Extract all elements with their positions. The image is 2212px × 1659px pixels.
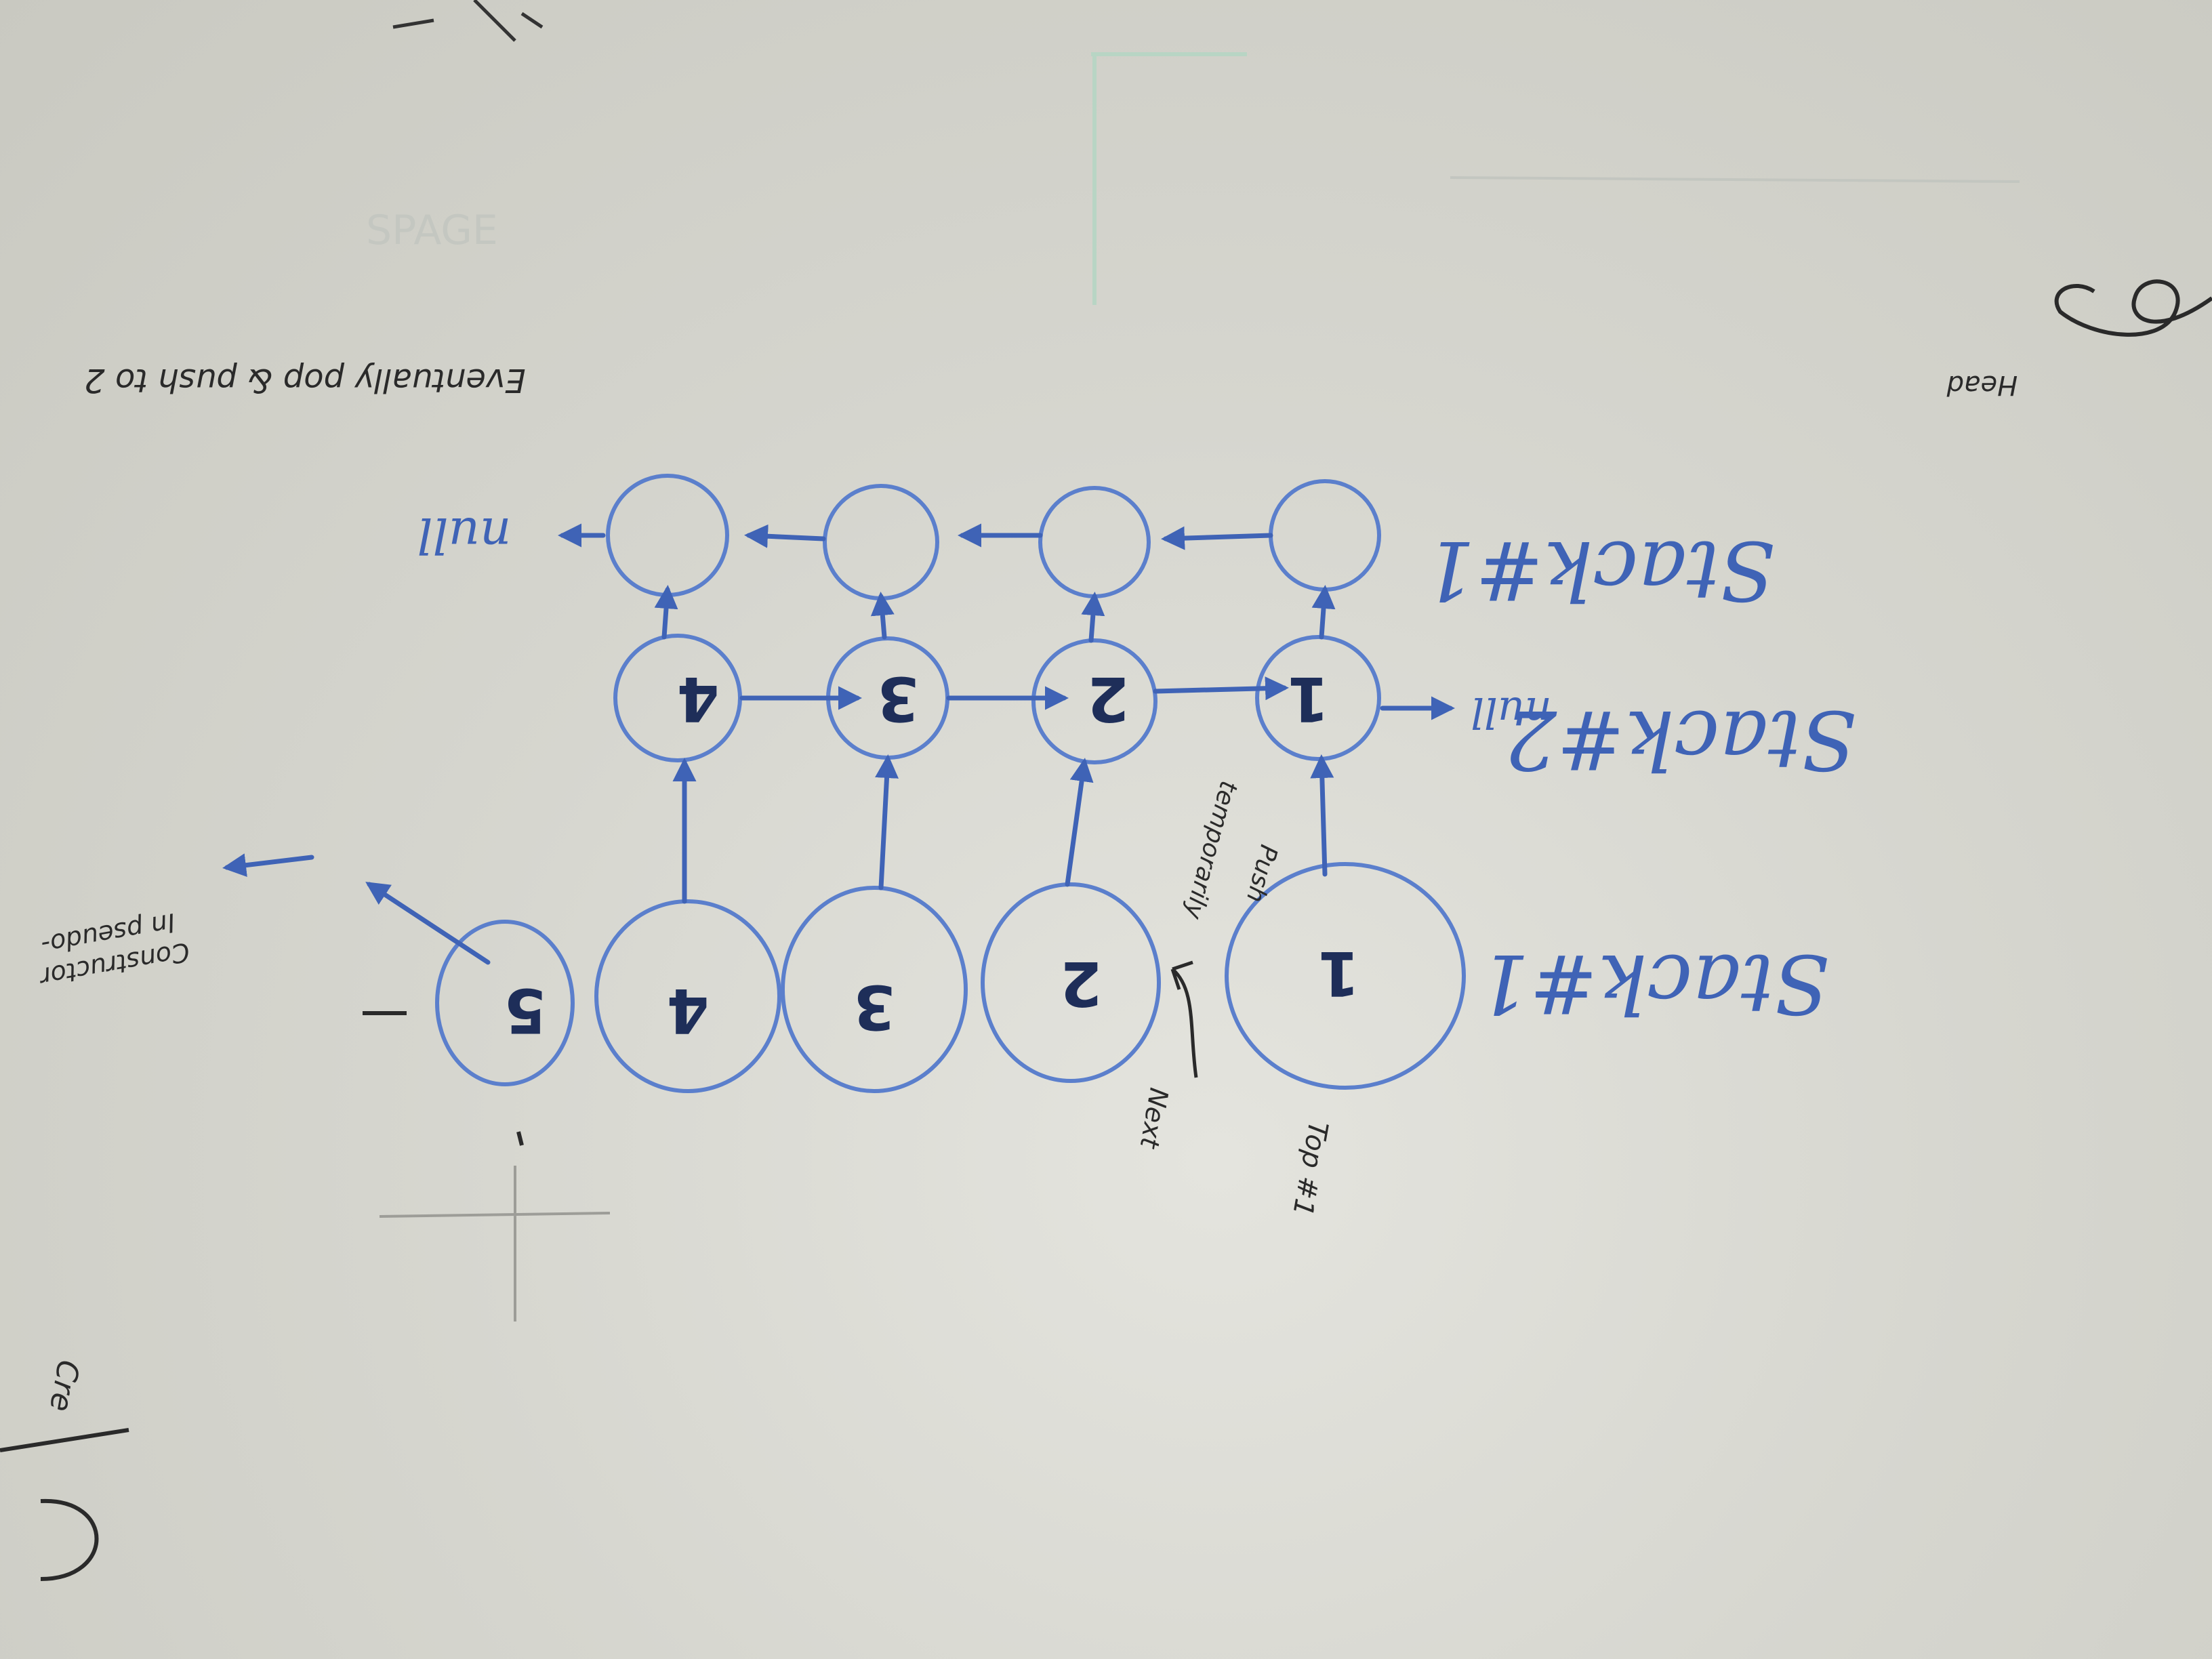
upper-node-4 (1269, 479, 1381, 592)
null-upper-label: null (417, 507, 512, 564)
stack1-value-5: 1 (1317, 937, 1360, 1008)
arrow-off-left (222, 853, 314, 878)
push-note-line1: Push (1241, 842, 1283, 905)
push-note-line2: temporarily (1179, 778, 1243, 922)
top-marker-label: Top #1 (1286, 1119, 1334, 1218)
stack1-value-1: 5 (504, 975, 547, 1046)
erased-green-box (1091, 52, 1247, 305)
stack1-upper-label: Stack#1 (1424, 523, 1776, 617)
pen-underline (0, 1428, 129, 1452)
pointer-arrows (222, 523, 1455, 965)
next-marker-label: Next (1134, 1086, 1174, 1152)
arrow-s2-3-4 (1153, 676, 1289, 701)
stack2-value-1: 4 (677, 663, 720, 734)
arrow-s2-1-up (654, 585, 678, 640)
arrow-upper-4-3 (1161, 526, 1273, 550)
arrow-s2-4-up (1311, 585, 1336, 640)
top-note: Eventually pop & push to 2 (84, 361, 526, 399)
stack1-value-2: 4 (667, 975, 710, 1046)
stack2-nodes: 4 3 2 1 (613, 634, 1381, 764)
stack2-value-4: 1 (1287, 663, 1330, 734)
head-loop-drawing (2054, 279, 2212, 337)
side-marker-label: Cre (43, 1357, 85, 1414)
arrow-s2-2-up (870, 592, 895, 640)
stack2-label: Stack#2 (1505, 692, 1857, 786)
stack1-node-1 (435, 920, 575, 1086)
erased-text: SPAGE (366, 207, 498, 254)
stack2-value-3: 2 (1087, 663, 1130, 734)
left-tick (363, 1011, 524, 1146)
upper-node-3 (1038, 486, 1151, 598)
stack1-value-4: 2 (1060, 947, 1103, 1019)
arrow-s1-3-up (875, 754, 899, 890)
stack1-value-3: 3 (853, 971, 896, 1042)
arrow-upper-2-1 (744, 524, 826, 548)
stack1-node-3 (781, 886, 968, 1093)
arrow-s1-5-up (1310, 754, 1334, 877)
arrow-s1-1-out (365, 882, 491, 965)
upper-node-2 (823, 484, 939, 600)
null-middle-label: null (1471, 688, 1552, 737)
head-label: Head (1946, 369, 2018, 401)
stack1-nodes: 5 4 3 2 1 (435, 862, 1466, 1093)
upper-node-1 (606, 474, 729, 597)
stack1-lower-label: Stack#1 (1478, 936, 1830, 1030)
arrow-s1-4-up (1065, 758, 1094, 887)
stack1-node-5 (1225, 862, 1466, 1090)
stack1-node-4 (981, 882, 1161, 1083)
next-pointer (1170, 960, 1198, 1078)
faint-cross (379, 1166, 611, 1322)
pen-scribble-top (392, 0, 544, 42)
stack2-node-3 (1031, 638, 1158, 764)
pen-curve-bottom-left (40, 1498, 99, 1581)
stack2-value-2: 3 (877, 663, 920, 734)
arrow-s2-3-up (1081, 592, 1105, 643)
erased-line (1450, 176, 2020, 183)
stack1-node-2 (594, 899, 781, 1093)
